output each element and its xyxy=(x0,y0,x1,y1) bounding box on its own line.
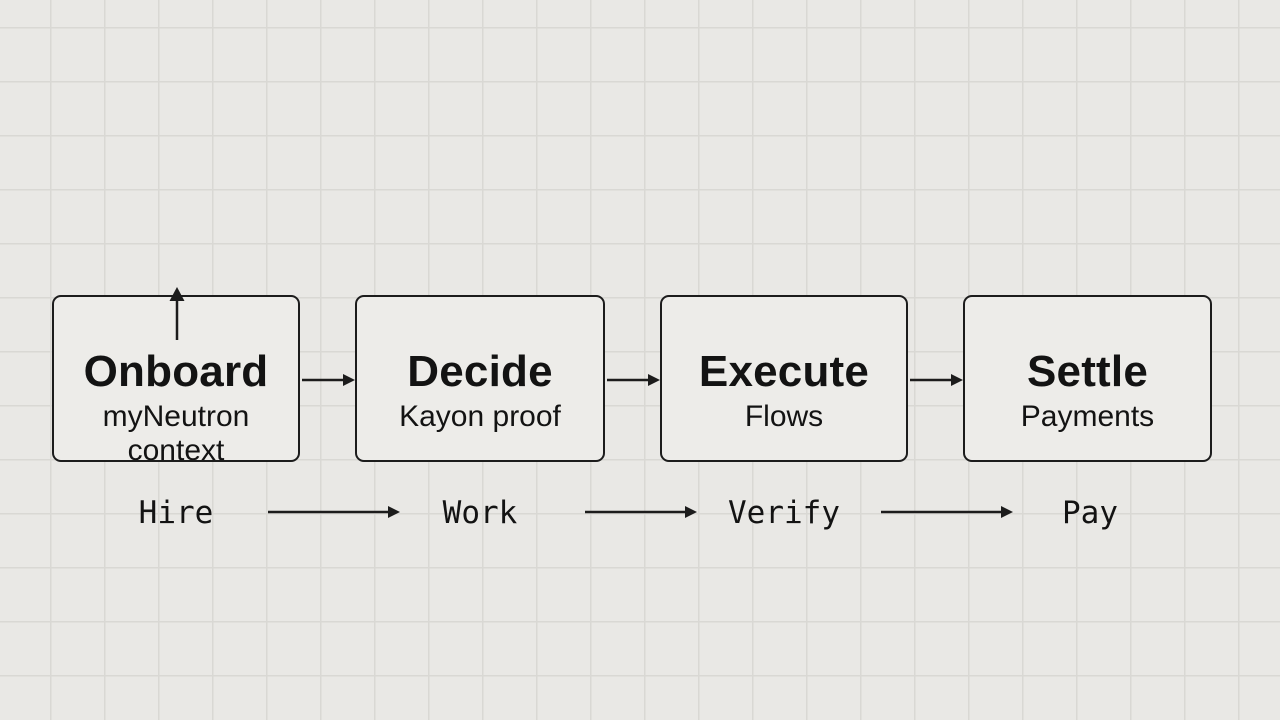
connector-execute-settle-arrow-icon xyxy=(910,374,963,386)
node-decide-subtitle: Kayon proof xyxy=(399,400,561,433)
step-label-pay: Pay xyxy=(1062,495,1118,531)
node-execute-title: Execute xyxy=(698,347,870,396)
step-label-verify: Verify xyxy=(728,495,840,531)
step-label-work: Work xyxy=(442,495,518,531)
node-decide-title: Decide xyxy=(407,347,553,396)
node-execute: Execute Flows xyxy=(660,295,908,462)
step-verify-pay-arrow-icon xyxy=(881,506,1013,518)
node-settle-title: Settle xyxy=(1026,347,1149,396)
node-onboard-subtitle: myNeutron context xyxy=(102,400,250,462)
node-decide: Decide Kayon proof xyxy=(355,295,605,462)
step-label-hire: Hire xyxy=(138,495,214,531)
connector-decide-execute-arrow-icon xyxy=(607,374,660,386)
node-onboard-title: Onboard xyxy=(83,347,269,396)
node-settle: Settle Payments xyxy=(963,295,1212,462)
node-execute-subtitle: Flows xyxy=(744,400,824,433)
step-work-verify-arrow-icon xyxy=(585,506,697,518)
connector-onboard-decide-arrow-icon xyxy=(302,374,355,386)
step-hire-work-arrow-icon xyxy=(268,506,400,518)
node-settle-subtitle: Payments xyxy=(1020,400,1155,433)
node-onboard: Onboard myNeutron context xyxy=(52,295,300,462)
